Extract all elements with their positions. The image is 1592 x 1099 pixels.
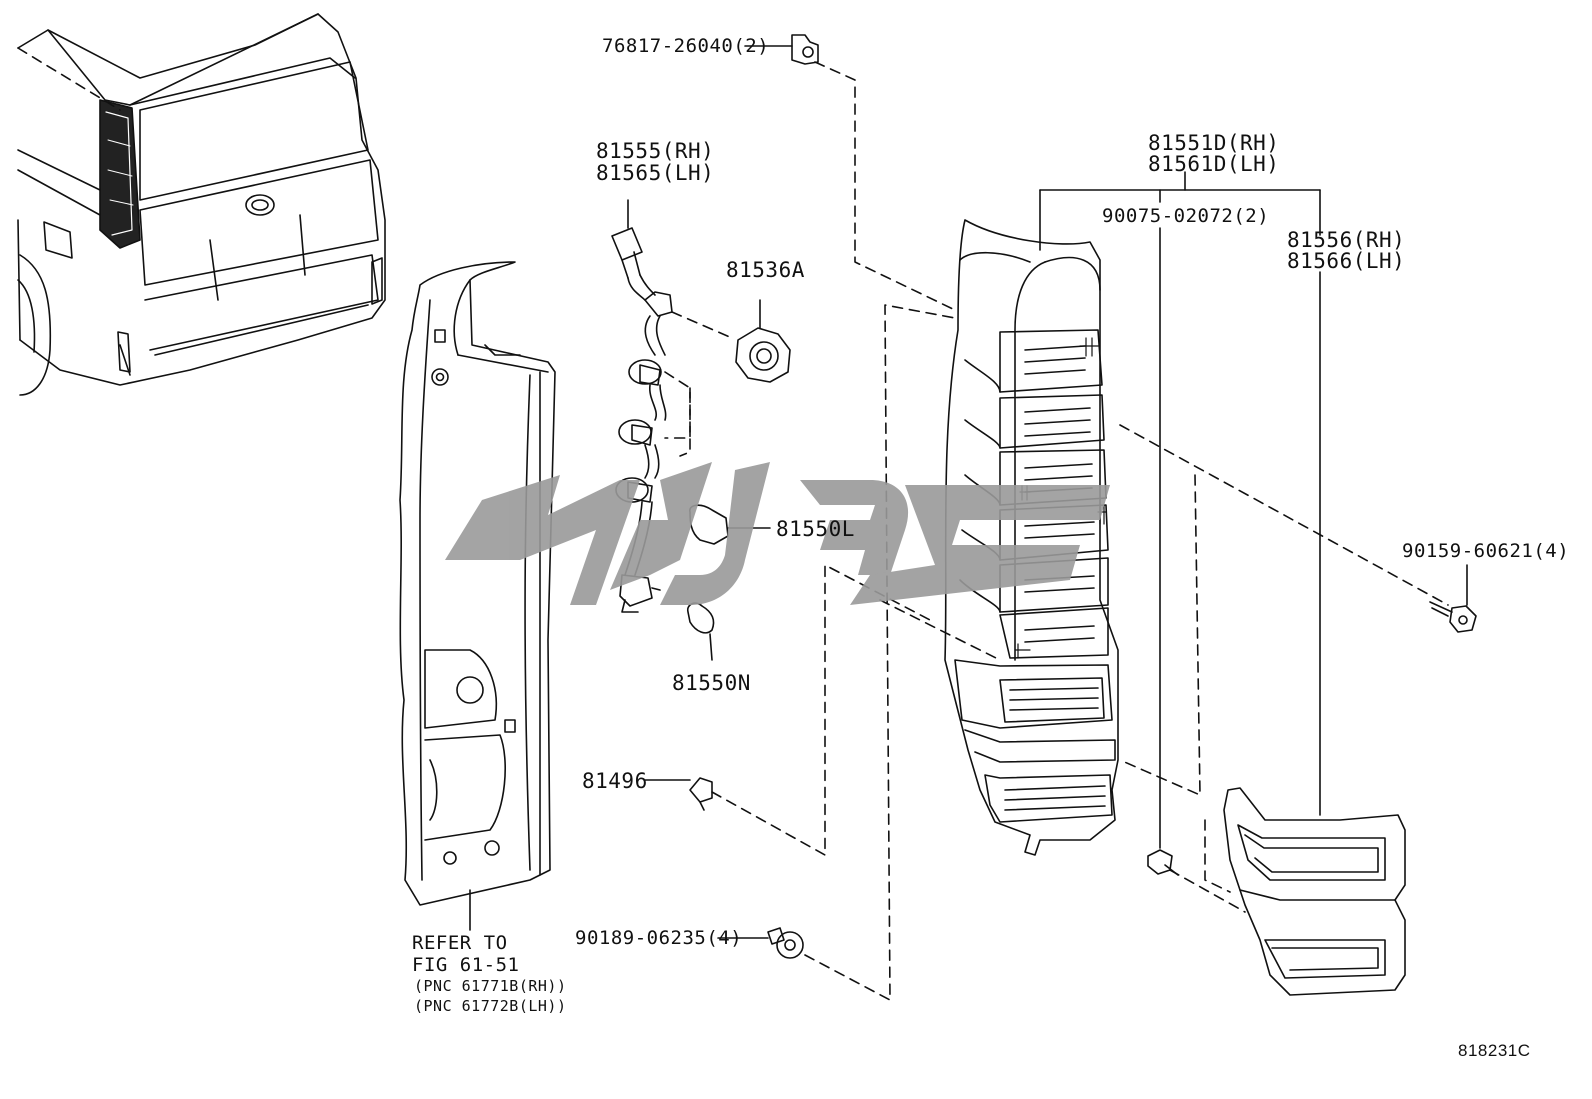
screw-bottom-icon — [717, 927, 804, 959]
leader-dashed — [1119, 474, 1201, 796]
clip-icon — [644, 777, 713, 811]
part-number-socket-cover: 81536A — [726, 258, 805, 282]
leader-dashed — [671, 311, 733, 339]
bulb-small-icon — [686, 602, 715, 661]
screw-right-icon — [1429, 564, 1477, 633]
rear-combination-lamp-illustration — [944, 219, 1119, 856]
part-number-lamp-lh: 81561D(LH) — [1148, 152, 1280, 176]
refer-line-2: FIG 61-51 — [412, 954, 520, 976]
part-number-lamp-rh: 81551D(RH) — [1148, 131, 1280, 155]
screw-mid-icon — [1147, 849, 1179, 876]
leader-dashed — [879, 599, 1001, 661]
part-number-lens-rh: 81556(RH) — [1287, 228, 1406, 252]
leader-dashed — [804, 304, 956, 1001]
refer-line-3: (PNC 61771B(RH)) — [414, 977, 567, 995]
part-number-grommet: 76817-26040(2) — [602, 35, 770, 57]
part-number-screw-right: 90159-60621(4) — [1402, 540, 1570, 562]
part-number-clip: 81496 — [582, 769, 648, 793]
refer-line-1: REFER TO — [412, 932, 508, 954]
figure-code: 818231C — [1458, 1041, 1531, 1060]
vehicle-rear-illustration — [17, 13, 386, 396]
leader-dashed — [664, 371, 691, 439]
part-number-socket-rh: 81555(RH) — [596, 139, 715, 163]
part-number-bulb-l: 81550L — [776, 517, 855, 541]
watermark-logo — [445, 462, 1110, 605]
part-number-lens-lh: 81566(LH) — [1287, 249, 1406, 273]
refer-line-4: (PNC 61772B(LH)) — [414, 997, 567, 1015]
part-number-socket-lh: 81565(LH) — [596, 161, 715, 185]
body-panel-illustration — [399, 261, 556, 931]
part-number-bulb-n: 81550N — [672, 671, 751, 695]
leader-dashed — [814, 61, 956, 311]
leader-dashed — [1169, 869, 1246, 913]
grommet-top-icon — [744, 34, 819, 65]
socket-cover-icon — [735, 299, 791, 383]
part-number-screw-bottom: 90189-06235(4) — [575, 927, 743, 949]
part-number-screw-mid: 90075-02072(2) — [1102, 205, 1270, 227]
leader-dashed — [1204, 819, 1231, 893]
leader-dashed — [1119, 424, 1449, 606]
leader-dashed — [679, 387, 691, 457]
lamp-lens-illustration — [1223, 787, 1406, 996]
